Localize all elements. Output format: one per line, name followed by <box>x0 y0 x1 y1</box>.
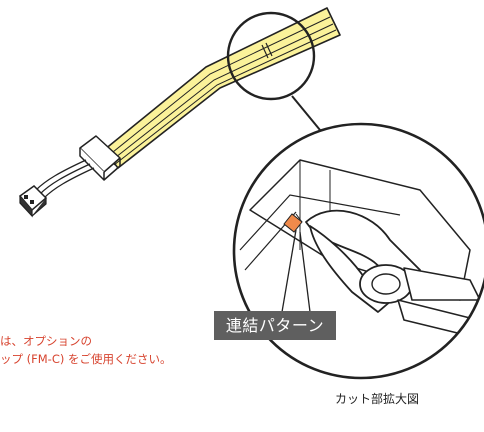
led-tape-strip <box>103 7 341 169</box>
magnify-connector-line <box>291 95 321 131</box>
nippers-icon <box>305 209 481 339</box>
plug-icon <box>18 185 48 218</box>
cut-spot-circle <box>226 11 316 101</box>
note-line-2: ップ (FM-C) をご使用ください。 <box>0 352 172 366</box>
connection-pattern-label: 連結パターン <box>214 311 336 340</box>
note-line-1: は、オプションの <box>0 334 92 348</box>
connector-block-icon <box>79 135 121 181</box>
lead-wires <box>35 159 95 199</box>
magnified-detail <box>232 122 484 380</box>
enlarged-view-caption: カット部拡大図 <box>335 392 420 406</box>
